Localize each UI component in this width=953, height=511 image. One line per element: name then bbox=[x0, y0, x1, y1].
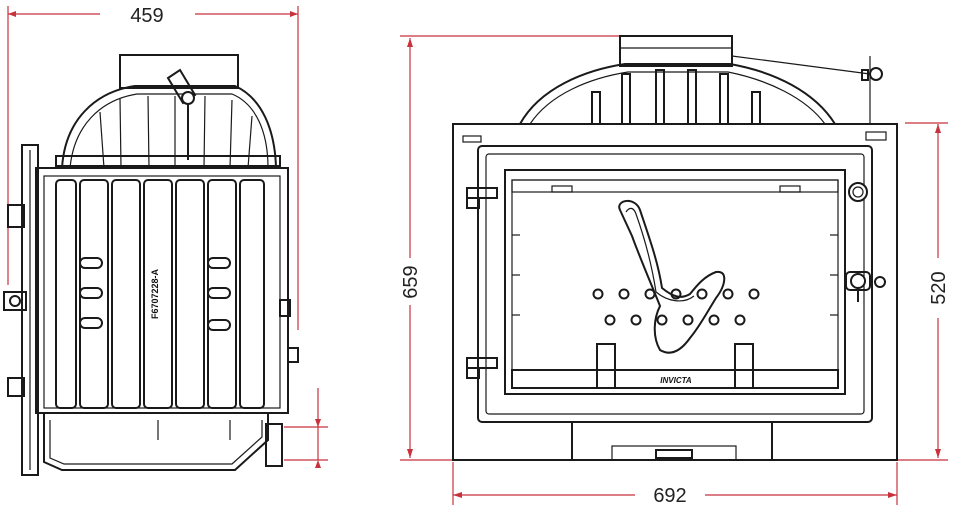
front-brand-label: INVICTA bbox=[660, 376, 692, 385]
dim-front-door-height bbox=[895, 122, 948, 461]
dim-side-small bbox=[284, 388, 328, 468]
side-part-code: F6707228-A bbox=[150, 268, 160, 319]
side-view: F6707228-A bbox=[3, 54, 299, 476]
front-view: INVICTA bbox=[452, 35, 898, 461]
dim-label-side-depth: 459 bbox=[130, 5, 163, 27]
dimension-lines bbox=[7, 6, 948, 505]
dim-label-front-width: 692 bbox=[653, 485, 686, 507]
dim-label-door-height: 520 bbox=[928, 271, 950, 304]
dim-side-depth bbox=[7, 6, 299, 330]
dim-label-front-height: 659 bbox=[400, 265, 422, 298]
dim-front-width bbox=[452, 462, 898, 505]
dim-front-height bbox=[400, 35, 620, 461]
